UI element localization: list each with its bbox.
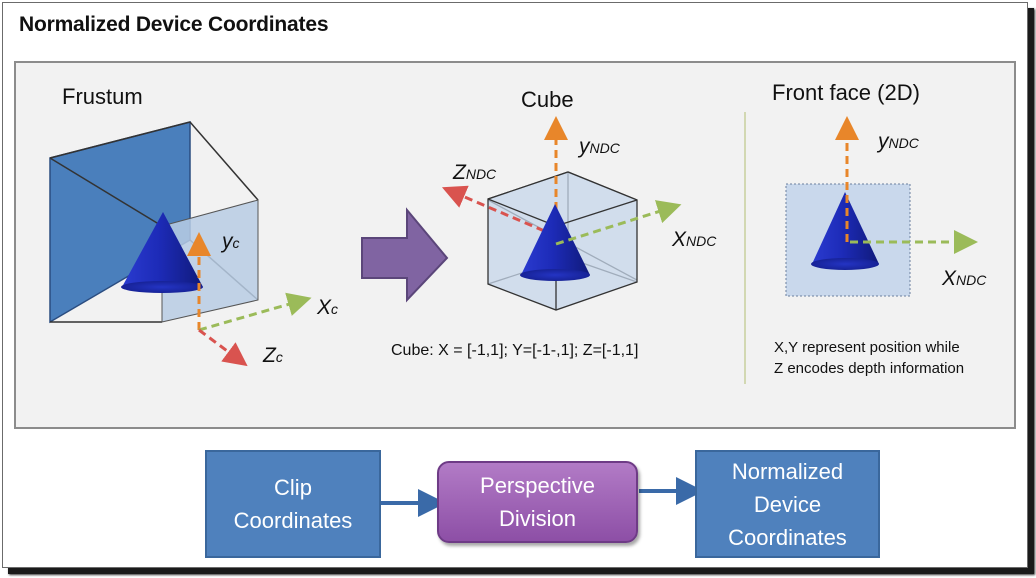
ndc-line-3: Coordinates (728, 524, 847, 550)
frustum-z-arrow (198, 328, 248, 367)
clip-line-2: Coordinates (233, 508, 353, 533)
frustum-diagram (49, 121, 312, 367)
frustum-edge (189, 121, 259, 201)
front-face-note-line1: X,Y represent position while (774, 339, 960, 356)
front-face-cone-base (811, 258, 879, 270)
ndc-line-1: Normalized (731, 458, 844, 484)
transform-arrow (361, 207, 449, 303)
frustum-cone (122, 212, 203, 287)
frustum-edge (49, 157, 163, 227)
perspective-line-1: Perspective (480, 473, 595, 498)
cube-x-arrow (555, 200, 682, 246)
ndc-line-2: Device (753, 491, 822, 517)
perspective-line-2: Division (498, 506, 576, 531)
front-face-label: Front face (2D) (772, 80, 920, 105)
cube-diagram (441, 116, 682, 311)
cube-cone (521, 204, 590, 275)
cube-z-label: ZNDC (453, 161, 497, 184)
frustum-y-label: yc (222, 230, 240, 253)
front-face-diagram (785, 116, 978, 297)
frustum-x-arrow (198, 292, 312, 332)
frustum-z-label: Zc (263, 344, 283, 367)
cube-z-arrow (441, 185, 557, 238)
front-face-x-label: XNDC (942, 267, 987, 290)
cube-label: Cube (521, 87, 574, 112)
front-face-note-line2: Z encodes depth information (774, 360, 965, 377)
frustum-x-label: Xc (317, 296, 339, 319)
front-face-y-label: yNDC (878, 130, 919, 153)
cube-y-label: yNDC (579, 135, 620, 158)
frustum-label: Frustum (62, 84, 143, 109)
cube-cone-base (520, 269, 590, 281)
cube-range-note: Cube: X = [-1,1]; Y=[-1-,1]; Z=[-1,1] (391, 342, 639, 359)
clip-line-1: Clip (274, 475, 312, 500)
cube-x-label: XNDC (672, 228, 717, 251)
frustum-cone-base (121, 281, 203, 293)
section-divider (744, 112, 746, 384)
figure-title: Normalized Device Coordinates (19, 13, 329, 36)
